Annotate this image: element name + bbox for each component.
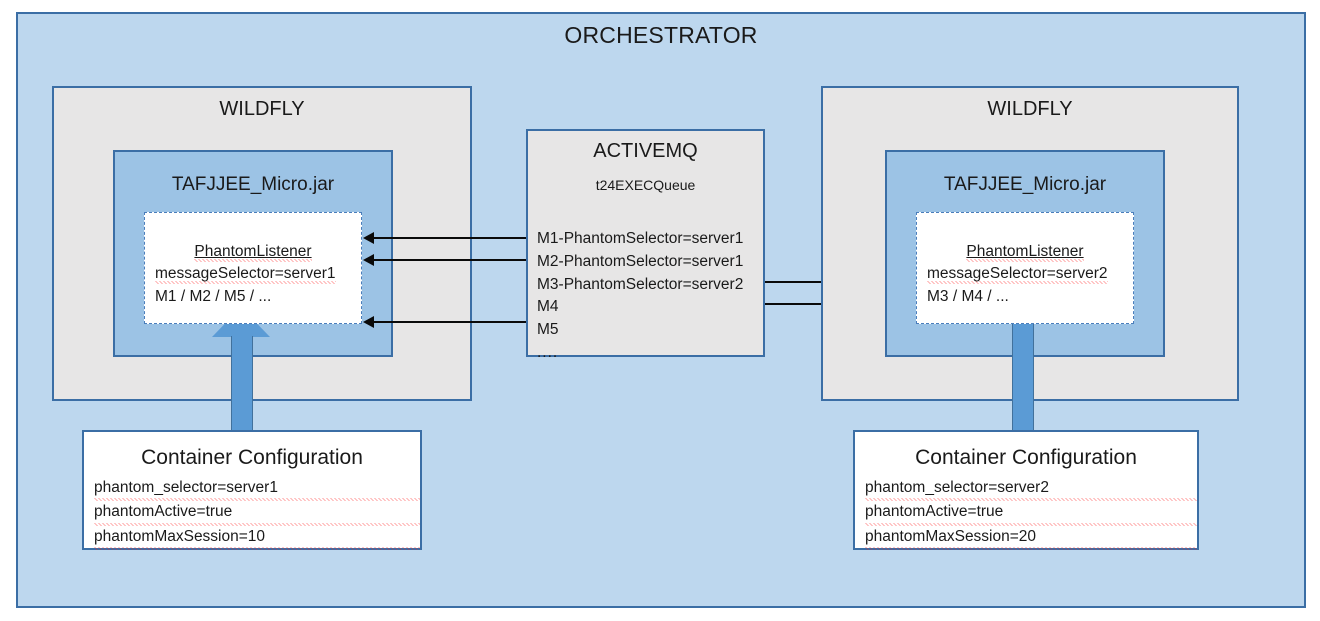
tafjjee-right-title: TAFJJEE_Micro.jar — [943, 174, 1107, 195]
container-configuration-right-title: Container Configuration — [915, 446, 1137, 469]
container-configuration-right: Container Configuration phantom_selector… — [853, 430, 1199, 551]
activemq-title: ACTIVEMQ — [593, 140, 698, 162]
connector-m1-arrowhead — [363, 232, 374, 244]
activemq-message: M4 — [537, 298, 559, 316]
config-setting: phantomActive=true — [865, 501, 1197, 526]
container-configuration-right-settings: phantom_selector=server2 phantomActive=t… — [855, 477, 1197, 551]
phantom-listener-left-title: PhantomListener — [194, 243, 312, 262]
activemq-container — [526, 129, 765, 357]
connector-m5-to-left-listener — [374, 321, 526, 323]
phantom-listener-right-selector: messageSelector=server2 — [927, 265, 1108, 285]
config-setting: phantomActive=true — [94, 501, 420, 526]
wildfly-right-title: WILDFLY — [987, 98, 1073, 120]
config-setting: phantom_selector=server2 — [865, 477, 1197, 502]
activemq-message: M1-PhantomSelector=server1 — [537, 230, 744, 247]
activemq-queue-name: t24EXECQueue — [595, 177, 696, 193]
tafjjee-left-title: TAFJJEE_Micro.jar — [171, 174, 335, 195]
block-arrow-up-left-shaft — [231, 336, 253, 432]
connector-m1-to-left-listener — [374, 237, 526, 239]
block-arrow-up-right-shaft — [1012, 319, 1034, 432]
container-configuration-left-settings: phantom_selector=server1 phantomActive=t… — [84, 477, 420, 551]
phantom-listener-left: PhantomListener messageSelector=server1 … — [144, 212, 362, 324]
activemq-message: M2-PhantomSelector=server1 — [537, 252, 744, 270]
activemq-message: M3-PhantomSelector=server2 — [537, 275, 744, 293]
config-setting: phantom_selector=server1 — [94, 477, 420, 502]
phantom-listener-left-selector: messageSelector=server1 — [155, 265, 336, 285]
phantom-listener-right: PhantomListener messageSelector=server2 … — [916, 212, 1134, 324]
activemq-message-list: M1-PhantomSelector=server1 M2-PhantomSel… — [537, 228, 762, 365]
orchestrator-title: ORCHESTRATOR — [564, 22, 758, 48]
phantom-listener-left-messages: M1 / M2 / M5 / ... — [155, 287, 272, 305]
activemq-ellipsis: .... — [537, 343, 559, 361]
activemq-message: M5 — [537, 321, 559, 339]
connector-m5-arrowhead — [363, 316, 374, 328]
connector-m2-to-left-listener — [374, 259, 526, 261]
connector-m2-arrowhead — [363, 254, 374, 266]
container-configuration-left-title: Container Configuration — [141, 446, 363, 469]
phantom-listener-right-messages: M3 / M4 / ... — [927, 287, 1009, 305]
phantom-listener-right-title: PhantomListener — [966, 243, 1084, 262]
config-setting: phantomMaxSession=20 — [865, 525, 1197, 551]
wildfly-left-title: WILDFLY — [219, 98, 305, 120]
config-setting: phantomMaxSession=10 — [94, 525, 420, 551]
container-configuration-left: Container Configuration phantom_selector… — [82, 430, 422, 551]
